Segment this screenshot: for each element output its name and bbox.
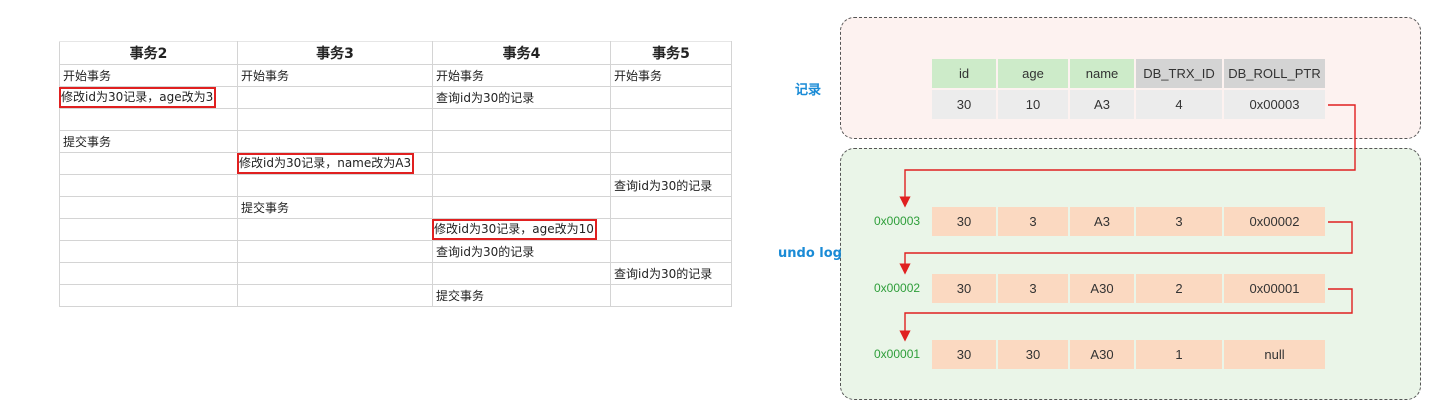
table-row: 修改id为30记录，age改为3 查询id为30的记录 [58, 86, 732, 109]
record-header-age: age [998, 59, 1068, 88]
undo-log-label: undo log [778, 246, 842, 261]
table-cell: 查询id为30的记录 [610, 174, 732, 197]
table-cell: 修改id为30记录，age改为10 [432, 218, 611, 241]
table-row: 查询id为30的记录 [59, 262, 732, 285]
undo-2-roll-ptr: 0x00001 [1224, 274, 1325, 303]
table-cell: 开始事务 [432, 64, 611, 87]
table-row: 修改id为30记录，name改为A3 [59, 152, 732, 175]
table-cell: 修改id为30记录，name改为A3 [236, 152, 433, 175]
transaction-table: 事务2 事务3 事务4 事务5 开始事务开始事务开始事务开始事务修改id为30记… [58, 41, 732, 307]
record-value-id: 30 [932, 90, 996, 119]
col-header-txn2: 事务2 [59, 41, 238, 65]
undo-3-age: 30 [998, 340, 1068, 369]
table-cell [610, 284, 732, 307]
undo-1-name: A3 [1070, 207, 1134, 236]
undo-2-age: 3 [998, 274, 1068, 303]
undo-addr-2: 0x00002 [874, 281, 921, 295]
table-cell: 提交事务 [59, 130, 238, 153]
undo-1-trx-id: 3 [1136, 207, 1222, 236]
undo-1-id: 30 [932, 207, 996, 236]
table-row: 提交事务 [59, 130, 732, 153]
arrow-undo-1-to-undo-2 [899, 221, 1353, 275]
record-header-roll-ptr: DB_ROLL_PTR [1224, 59, 1325, 88]
undo-3-id: 30 [932, 340, 996, 369]
record-value-name: A3 [1070, 90, 1134, 119]
table-cell: 查询id为30的记录 [432, 86, 611, 109]
col-header-txn3: 事务3 [237, 41, 433, 65]
arrow-record-to-undo-1 [899, 104, 1356, 208]
highlighted-operation: 修改id为30记录，name改为A3 [236, 153, 415, 174]
undo-1-roll-ptr: 0x00002 [1224, 207, 1325, 236]
col-header-txn5: 事务5 [610, 41, 732, 65]
highlighted-operation: 修改id为30记录，age改为3 [58, 87, 217, 108]
table-cell: 修改id为30记录，age改为3 [58, 86, 238, 109]
record-header-name: name [1070, 59, 1134, 88]
record-value-trx-id: 4 [1136, 90, 1222, 119]
undo-3-name: A30 [1070, 340, 1134, 369]
undo-3-trx-id: 1 [1136, 340, 1222, 369]
undo-addr-1: 0x00003 [874, 214, 921, 228]
undo-1-age: 3 [998, 207, 1068, 236]
record-value-roll-ptr: 0x00003 [1224, 90, 1325, 119]
highlighted-operation: 修改id为30记录，age改为10 [432, 219, 597, 240]
table-header-row: 事务2 事务3 事务4 事务5 [59, 41, 732, 65]
record-label: 记录 [795, 83, 822, 98]
record-value-age: 10 [998, 90, 1068, 119]
table-row [59, 108, 732, 131]
record-header-id: id [932, 59, 996, 88]
arrow-undo-2-to-undo-3 [899, 288, 1353, 342]
undo-2-trx-id: 2 [1136, 274, 1222, 303]
table-row: 修改id为30记录，age改为10 [59, 218, 732, 241]
undo-2-name: A30 [1070, 274, 1134, 303]
undo-3-roll-ptr: null [1224, 340, 1325, 369]
table-cell: 提交事务 [432, 284, 611, 307]
record-header-trx-id: DB_TRX_ID [1136, 59, 1222, 88]
table-row: 提交事务 [59, 284, 732, 307]
table-row: 查询id为30的记录 [59, 174, 732, 197]
undo-2-id: 30 [932, 274, 996, 303]
undo-addr-3: 0x00001 [874, 347, 921, 361]
